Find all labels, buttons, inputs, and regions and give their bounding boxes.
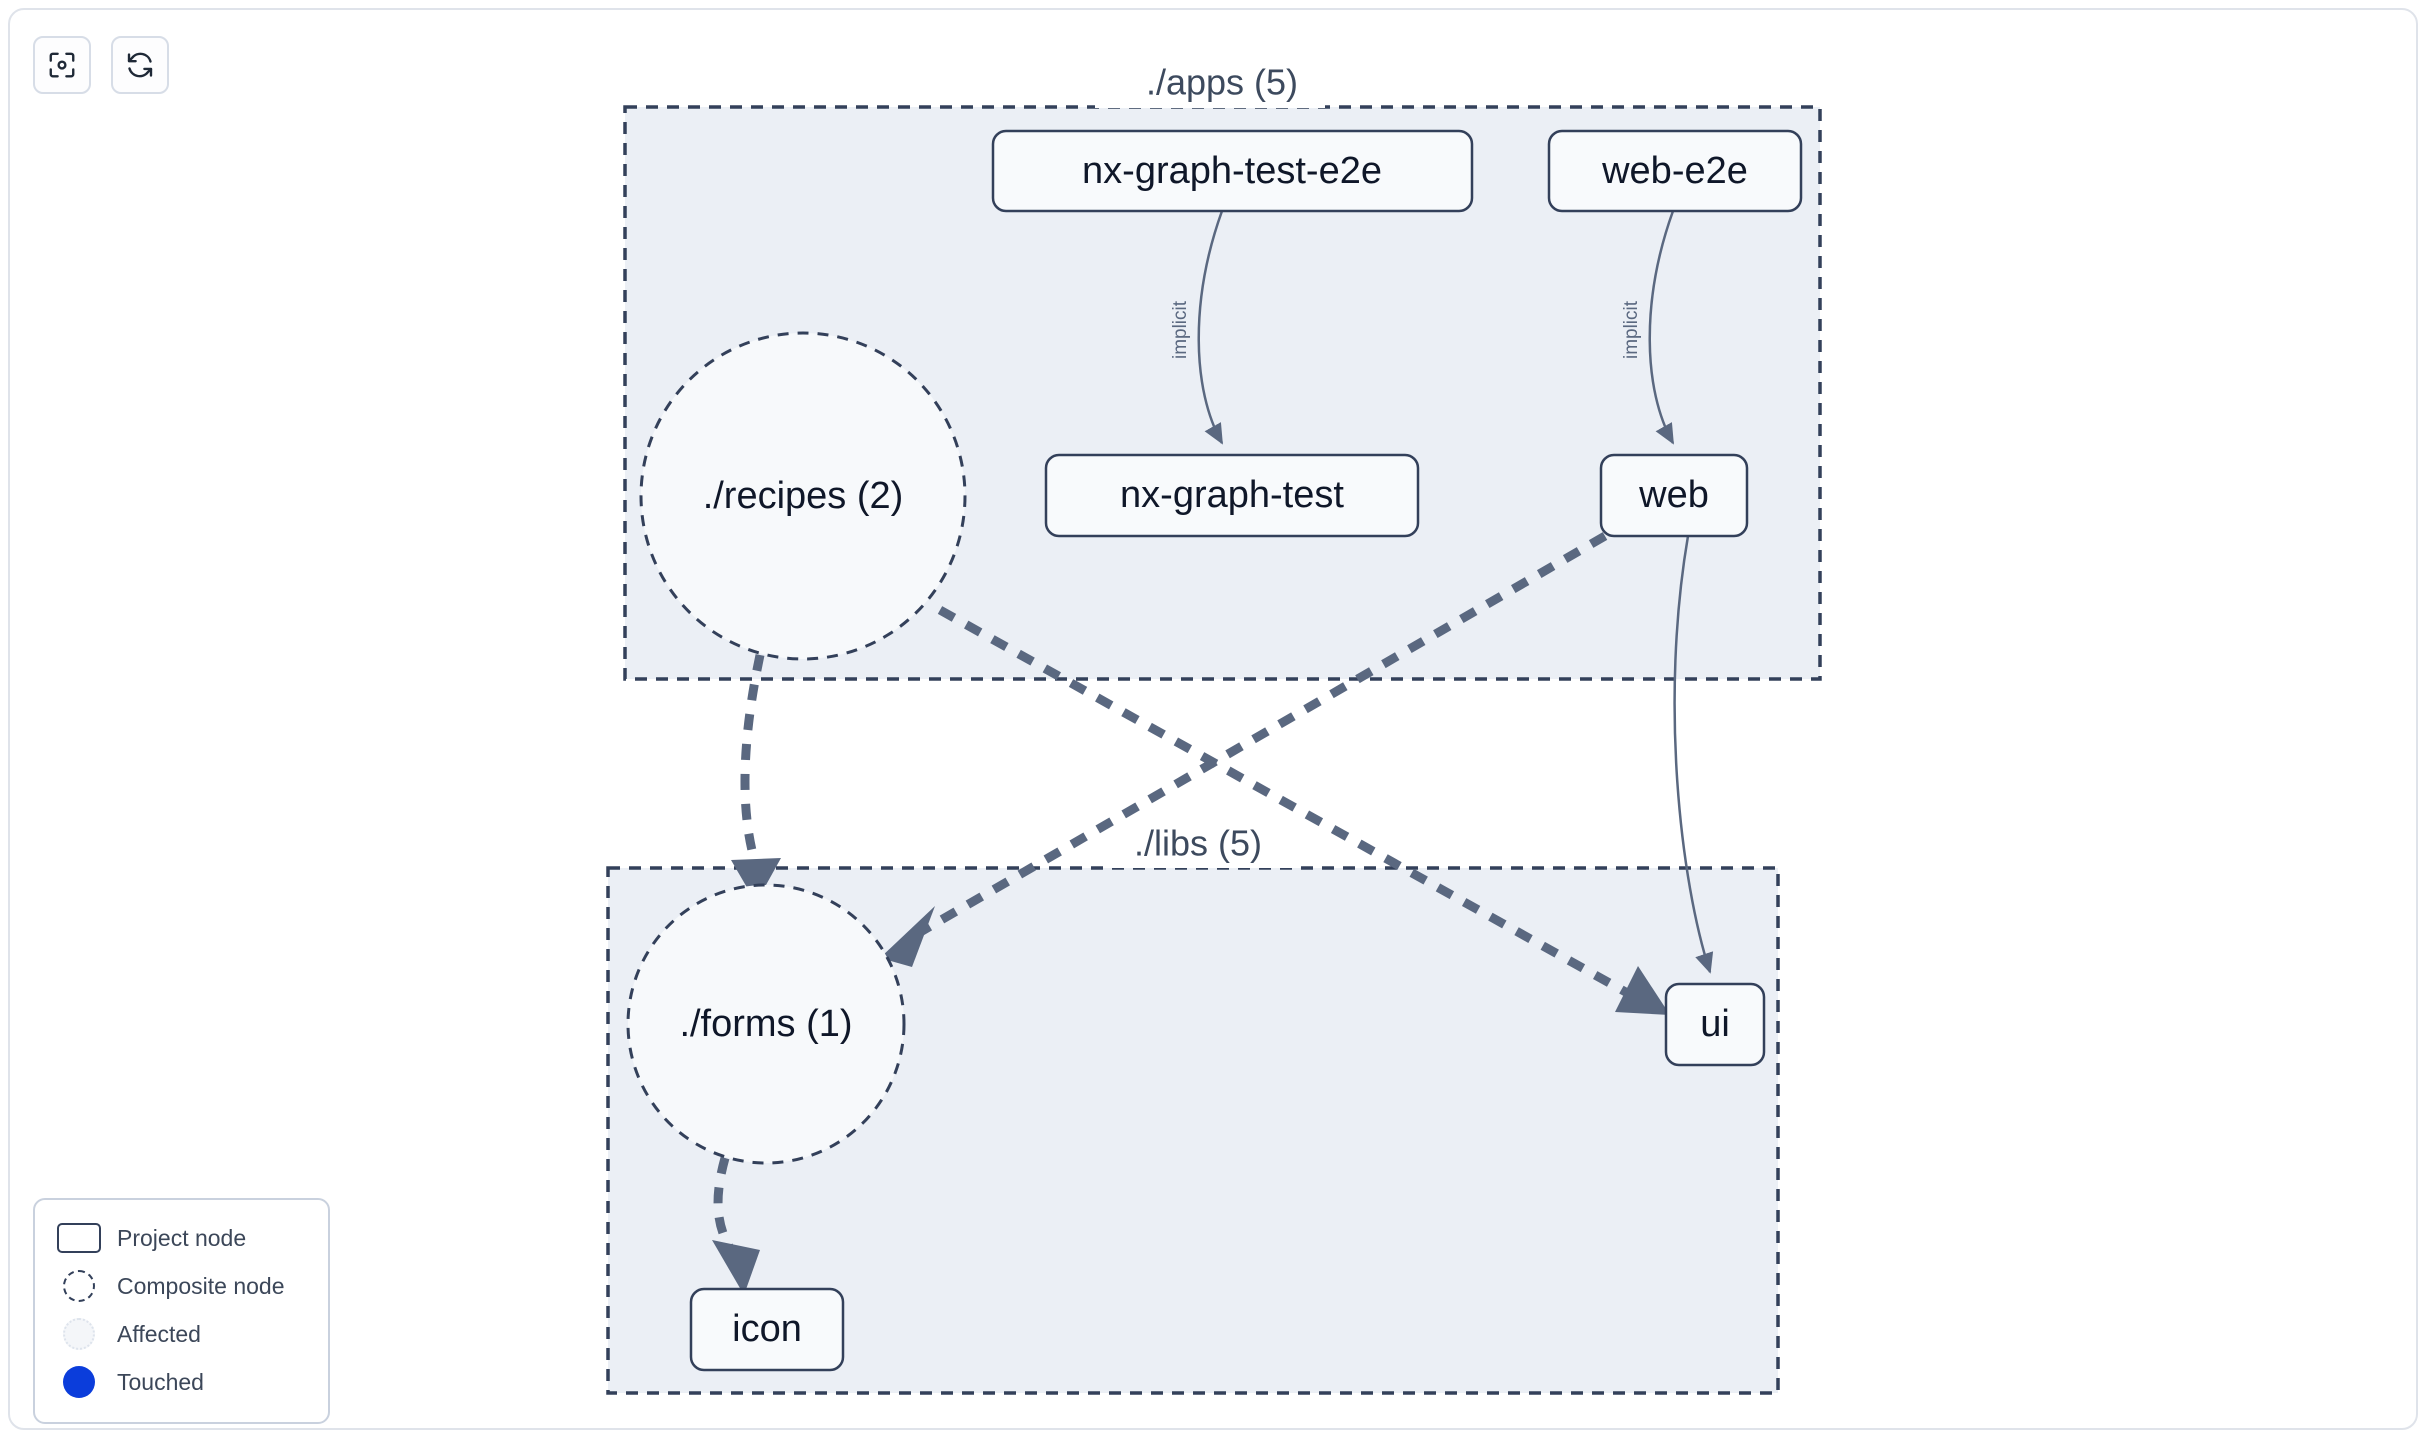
edge-label-implicit-1: implicit — [1170, 300, 1191, 359]
node-label-recipes: ./recipes (2) — [703, 475, 904, 517]
edge-recipes-to-forms[interactable] — [731, 654, 781, 903]
edge-web-to-forms[interactable] — [880, 532, 1608, 967]
node-nx-graph-test-e2e[interactable]: nx-graph-test-e2e — [991, 129, 1474, 213]
node-label-web: web — [1638, 474, 1709, 516]
arrowhead-ui-dashed — [1615, 966, 1670, 1015]
node-ui[interactable]: ui — [1664, 982, 1766, 1067]
project-node-swatch-icon — [53, 1223, 105, 1253]
legend-label-project-node: Project node — [117, 1224, 247, 1251]
legend-label-touched: Touched — [117, 1368, 204, 1395]
edge-recipes-to-ui[interactable] — [937, 606, 1670, 1015]
arrowhead-forms-from-web — [880, 906, 935, 967]
legend-item-affected: Affected — [53, 1310, 310, 1358]
legend-label-composite-node: Composite node — [117, 1272, 285, 1299]
group-apps-label: ./apps (5) — [1146, 62, 1298, 103]
refresh-icon — [125, 50, 155, 80]
touched-swatch-icon — [53, 1366, 105, 1398]
group-libs-label: ./libs (5) — [1134, 823, 1262, 864]
node-web[interactable]: web — [1599, 453, 1749, 538]
refresh-graph-button[interactable] — [111, 36, 169, 94]
graph-legend: Project node Composite node Affected Tou… — [33, 1198, 330, 1424]
node-icon[interactable]: icon — [689, 1287, 845, 1372]
arrowhead-icon — [712, 1240, 760, 1295]
node-nx-graph-test[interactable]: nx-graph-test — [1044, 453, 1420, 538]
edge-forms-to-icon[interactable] — [712, 1156, 760, 1295]
legend-item-project-node: Project node — [53, 1214, 310, 1262]
node-label-ui: ui — [1700, 1003, 1730, 1045]
affected-swatch-icon — [53, 1318, 105, 1350]
focus-graph-button[interactable] — [33, 36, 91, 94]
graph-toolbar — [33, 36, 169, 94]
node-recipes-composite[interactable]: ./recipes (2) — [639, 331, 967, 661]
edge-web-e2e-to-web[interactable]: implicit — [1621, 210, 1675, 445]
arrowhead-forms — [731, 858, 781, 903]
node-label-nx-graph-test: nx-graph-test — [1120, 474, 1344, 516]
node-label-nx-graph-test-e2e: nx-graph-test-e2e — [1082, 150, 1382, 192]
legend-label-affected: Affected — [117, 1320, 201, 1347]
group-libs-label-backdrop — [1105, 824, 1295, 868]
legend-item-composite-node: Composite node — [53, 1262, 310, 1310]
node-label-web-e2e: web-e2e — [1601, 150, 1748, 192]
node-label-forms: ./forms (1) — [679, 1003, 852, 1045]
composite-node-swatch-icon — [53, 1270, 105, 1302]
edge-web-to-ui[interactable] — [1673, 535, 1714, 974]
group-apps-label-backdrop — [1095, 64, 1325, 108]
node-forms-composite[interactable]: ./forms (1) — [626, 883, 906, 1165]
focus-target-icon — [47, 50, 77, 80]
edge-nx-graph-test-e2e-to-nx-graph-test[interactable]: implicit — [1170, 210, 1224, 445]
edge-label-implicit-2: implicit — [1621, 300, 1642, 359]
node-web-e2e[interactable]: web-e2e — [1547, 129, 1803, 213]
legend-item-touched: Touched — [53, 1358, 310, 1406]
node-label-icon: icon — [732, 1308, 802, 1350]
